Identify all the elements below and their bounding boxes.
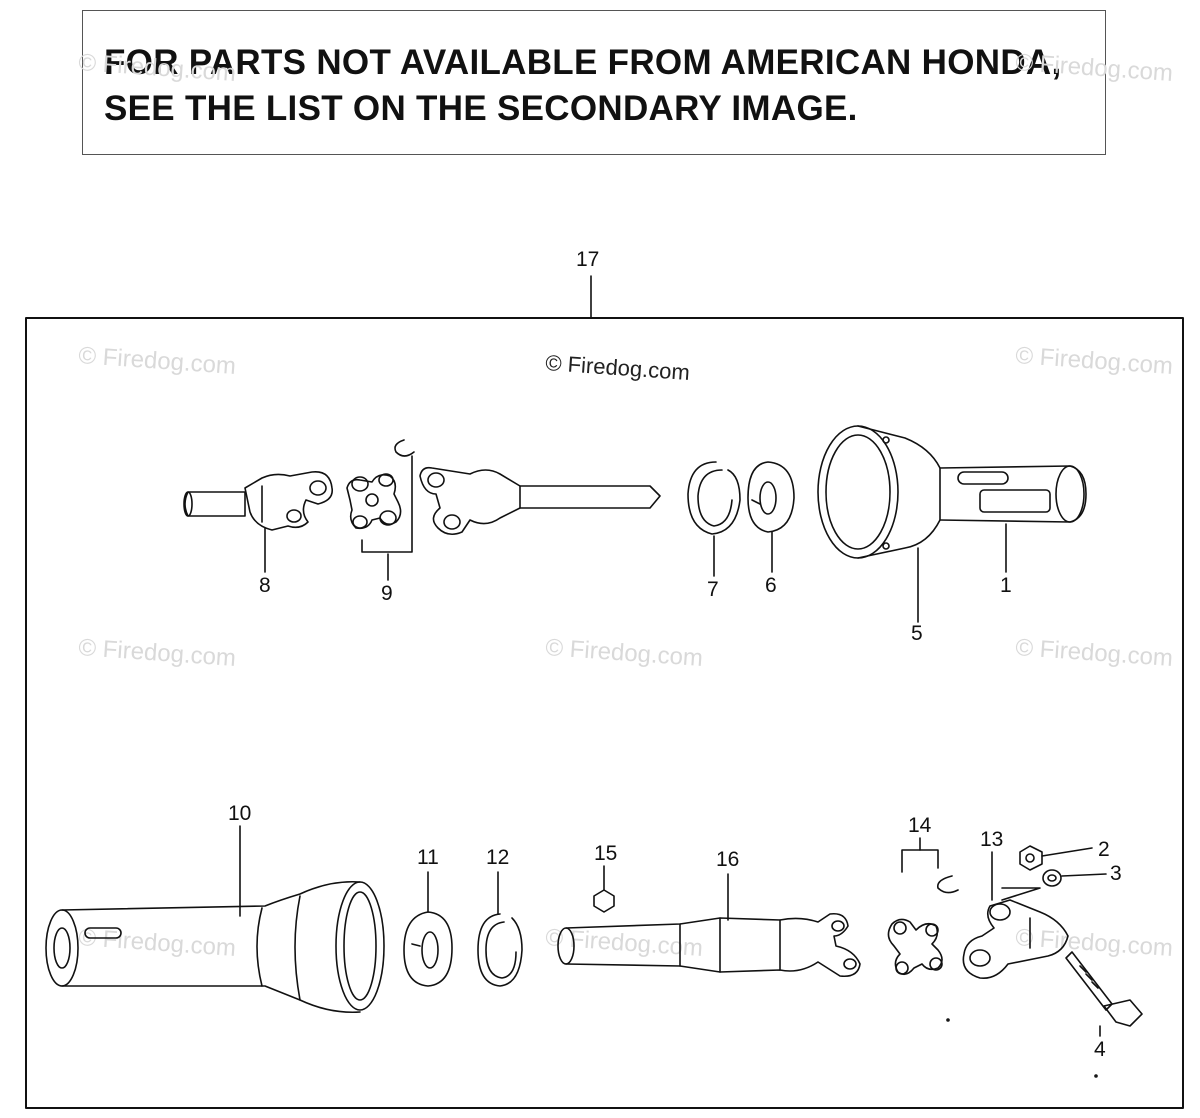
part-3-washer — [1042, 869, 1062, 887]
callout-5: 5 — [911, 622, 923, 645]
callout-6: 6 — [765, 574, 777, 597]
part-15-grease-nipple — [593, 889, 615, 913]
part-12-snap-ring — [477, 913, 523, 987]
watermark: © Firedog.com — [1015, 924, 1174, 962]
part-4-bolt — [1065, 951, 1143, 1027]
part-11-slotted-washer — [403, 911, 453, 987]
callout-1: 1 — [1000, 574, 1012, 597]
watermark: © Firedog.com — [545, 634, 704, 672]
part-8-yoke-shaft — [183, 471, 334, 531]
callout-15: 15 — [594, 842, 617, 865]
leader-2 — [1041, 847, 1093, 857]
part-1-guard-tube — [939, 465, 1087, 523]
part-13-yoke — [962, 887, 1069, 980]
parts-availability-notice: FOR PARTS NOT AVAILABLE FROM AMERICAN HO… — [82, 10, 1106, 155]
watermark: © Firedog.com — [1015, 634, 1174, 672]
callout-4: 4 — [1094, 1038, 1106, 1061]
specks — [1094, 1074, 1098, 1078]
callout-14: 14 — [908, 814, 932, 837]
watermark: © Firedog.com — [78, 634, 237, 672]
watermark: © Firedog.com — [1015, 49, 1174, 87]
callout-8: 8 — [259, 574, 271, 597]
part-9-universal-joint-cross — [346, 439, 415, 553]
part-16-yoke-shaft — [557, 912, 861, 978]
callout-13: 13 — [980, 828, 1003, 851]
part-2-nut — [1019, 845, 1043, 871]
callout-12: 12 — [486, 846, 509, 869]
watermark: © Firedog.com — [78, 342, 237, 380]
watermark: © Firedog.com — [78, 924, 237, 962]
callout-11: 11 — [417, 846, 439, 869]
part-14-universal-joint-cross — [887, 849, 959, 976]
callout-7: 7 — [707, 578, 719, 601]
specks — [946, 1018, 950, 1022]
part-yoke-long-shaft — [419, 466, 661, 536]
callout-10: 10 — [228, 802, 251, 825]
notice-line-2: SEE THE LIST ON THE SECONDARY IMAGE. — [104, 89, 858, 128]
assembly-frame — [25, 317, 1184, 1109]
watermark: © Firedog.com — [1015, 342, 1174, 380]
watermark: © Firedog.com — [78, 49, 237, 87]
leader-3 — [1061, 873, 1107, 877]
part-6-slotted-washer — [747, 461, 795, 533]
callout-16: 16 — [716, 848, 739, 871]
callout-3: 3 — [1110, 862, 1122, 885]
callout-2: 2 — [1098, 838, 1110, 861]
part-7-snap-ring — [687, 461, 741, 535]
part-10-guard-tube — [45, 880, 385, 1014]
notice-line-1: FOR PARTS NOT AVAILABLE FROM AMERICAN HO… — [104, 43, 1062, 82]
watermark-main: © Firedog.com — [545, 350, 691, 385]
callout-9: 9 — [381, 582, 393, 605]
part-5-guard-cone — [817, 425, 941, 559]
callout-17: 17 — [576, 248, 599, 271]
